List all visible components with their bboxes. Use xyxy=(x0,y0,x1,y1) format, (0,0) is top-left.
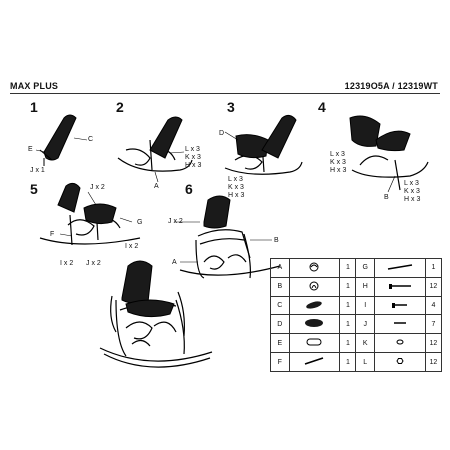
part-qty: 1 xyxy=(339,333,357,354)
label-s2-A: A xyxy=(154,183,159,190)
table-row: D 1 J 7 xyxy=(270,314,443,335)
label-s4-L2: L x 3 xyxy=(404,180,419,187)
back-frame-part-icon xyxy=(288,276,341,297)
table-row: A 1 G 1 xyxy=(270,258,443,278)
label-s2-H: H x 3 xyxy=(185,162,202,169)
part-letter: D xyxy=(270,314,290,335)
final-back-cushion xyxy=(121,260,153,305)
step-number-6: 6 xyxy=(185,181,193,197)
nut-icon xyxy=(374,352,426,372)
part-letter: L xyxy=(355,352,376,372)
part-qty: 1 xyxy=(339,258,357,278)
seat-cushion-icon xyxy=(288,314,341,335)
step1-bracket xyxy=(39,149,53,166)
part-qty: 1 xyxy=(339,295,357,316)
step-number-3: 3 xyxy=(227,99,235,115)
step5-seat-cushion xyxy=(83,203,117,225)
step-number-5: 5 xyxy=(30,181,38,197)
part-letter: C xyxy=(270,295,290,316)
part-letter: I xyxy=(355,295,376,316)
part-qty: 1 xyxy=(339,352,357,372)
part-qty: 12 xyxy=(424,276,443,297)
label-s4-L1: L x 3 xyxy=(330,151,345,158)
label-s6-J: J x 2 xyxy=(168,218,183,225)
label-s3-H: H x 3 xyxy=(228,192,245,199)
header-rule xyxy=(10,93,440,94)
screw-icon xyxy=(374,314,426,335)
label-s5-F: F xyxy=(50,231,55,238)
label-s4-K2: K x 3 xyxy=(404,188,420,195)
label-s2-K: K x 3 xyxy=(185,154,201,161)
label-s5-I2: I x 2 xyxy=(60,260,74,267)
part-letter: G xyxy=(355,258,376,278)
header-title-right: 12319O5A / 12319WT xyxy=(344,81,438,91)
label-s1-J: J x 1 xyxy=(30,167,45,174)
step6-back-cushion xyxy=(203,195,231,229)
step1-back-cushion xyxy=(43,114,77,161)
label-s5-G: G xyxy=(137,219,143,226)
part-letter: F xyxy=(270,352,290,372)
part-qty: 1 xyxy=(339,276,357,297)
label-s6-B: B xyxy=(274,237,279,244)
step4-back-cushion xyxy=(375,130,411,152)
step6-chair xyxy=(179,229,281,279)
header-title-left: MAX PLUS xyxy=(10,81,59,91)
label-s3-L: L x 3 xyxy=(228,176,243,183)
label-s4-H2: H x 3 xyxy=(404,196,421,203)
table-row: C 1 I 4 xyxy=(270,295,443,316)
part-qty: 12 xyxy=(424,333,443,354)
label-s3-K: K x 3 xyxy=(228,184,244,191)
label-s4-H1: H x 3 xyxy=(330,167,347,174)
table-row: E 1 K 12 xyxy=(270,333,443,354)
label-s6-A: A xyxy=(172,259,177,266)
label-s3-D: D xyxy=(219,130,225,137)
part-letter: J xyxy=(355,314,376,335)
rod-part-icon xyxy=(374,258,426,278)
part-letter: K xyxy=(355,333,376,354)
label-s1-C: C xyxy=(88,136,94,143)
bolt-icon xyxy=(374,295,426,316)
parts-table: A 1 G 1 B 1 H 12 C 1 I 4 D 1 J 7 E 1 K 1… xyxy=(270,258,443,372)
label-s4-B: B xyxy=(384,194,389,201)
label-s5-J2: J x 2 xyxy=(86,260,101,267)
label-s1-E: E xyxy=(28,146,33,153)
table-row: F 1 L 12 xyxy=(270,352,443,372)
part-qty: 12 xyxy=(424,352,443,372)
table-row: B 1 H 12 xyxy=(270,276,443,297)
part-qty: 7 xyxy=(424,314,443,335)
part-qty: 1 xyxy=(339,314,357,335)
label-s4-K1: K x 3 xyxy=(330,159,346,166)
crossbar-icon xyxy=(288,352,341,372)
step3-seat-cushion xyxy=(235,134,269,159)
final-seat-cushion xyxy=(125,299,175,318)
long-bolt-icon xyxy=(374,276,426,297)
part-letter: A xyxy=(270,258,290,278)
part-qty: 4 xyxy=(424,295,443,316)
step-number-1: 1 xyxy=(30,99,38,115)
back-cushion-icon xyxy=(288,295,341,316)
step5-back-cushion xyxy=(57,182,81,213)
step4-frame xyxy=(351,155,429,191)
part-qty: 1 xyxy=(424,258,443,278)
seat-frame-part-icon xyxy=(288,258,341,278)
step-number-4: 4 xyxy=(318,99,326,115)
step3-back-cushion xyxy=(261,114,297,159)
washer-icon xyxy=(374,333,426,354)
step4-seat-cushion xyxy=(349,115,381,147)
label-s5-J: J x 2 xyxy=(90,184,105,191)
bracket-icon xyxy=(288,333,341,354)
label-s5-I1: I x 2 xyxy=(125,243,139,250)
step-number-2: 2 xyxy=(116,99,124,115)
part-letter: H xyxy=(355,276,376,297)
label-s2-L: L x 3 xyxy=(185,146,200,153)
part-letter: E xyxy=(270,333,290,354)
part-letter: B xyxy=(270,276,290,297)
step2-back-cushion xyxy=(149,116,183,159)
